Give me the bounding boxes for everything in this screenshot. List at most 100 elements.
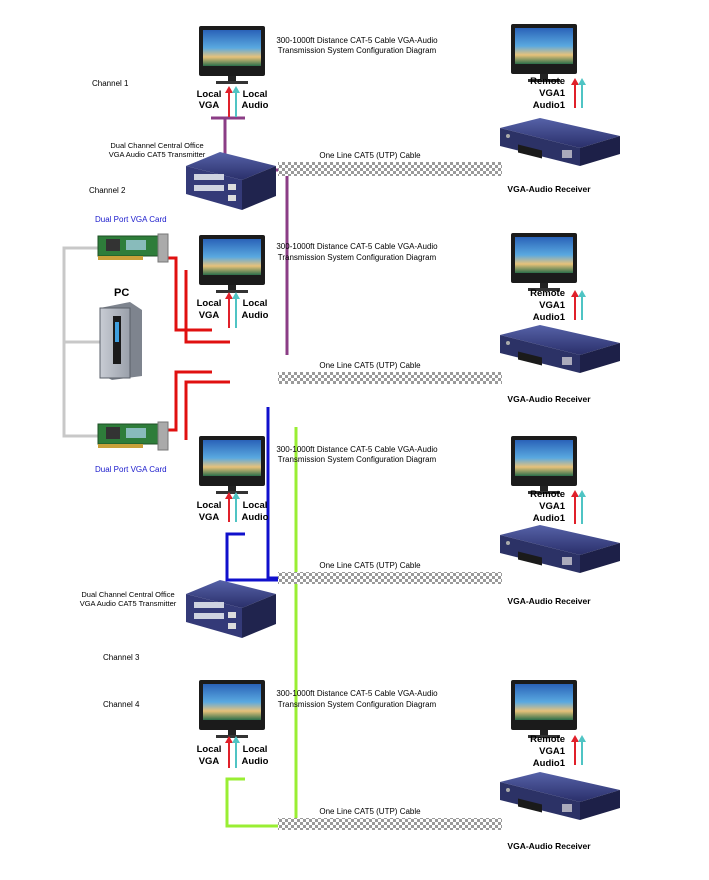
vga-audio-receiver-3 [500, 525, 620, 573]
local-audio-arrow-3 [232, 492, 240, 522]
vga-card-bottom-label: Dual Port VGA Card [95, 465, 167, 474]
remote-vga-arrow-2 [571, 290, 579, 320]
remote-audio-arrow-4 [578, 735, 586, 765]
receiver-3-label: VGA-Audio Receiver [507, 596, 591, 606]
remote-vga-arrow-4 [571, 735, 579, 765]
remote-label-3: Remote [530, 489, 565, 500]
local-vga-label-2: Local [197, 298, 222, 309]
remote-audio-arrow-2 [578, 290, 586, 320]
local-audio-arrow-4 [232, 736, 240, 768]
local-audio-label-2: Local [243, 298, 268, 309]
local-audio-label-2: Audio [242, 310, 269, 321]
blue-wire-b [225, 532, 278, 582]
cable-2-label: One Line CAT5 (UTP) Cable [319, 361, 421, 370]
local-audio-label-1: Local [243, 89, 268, 100]
remote-monitor-2 [511, 233, 577, 291]
transmitter-2-label-line1: Dual Channel Central Office [81, 590, 174, 599]
title-line2: Transmission System Configuration Diagra… [278, 46, 437, 55]
green-wire-b [225, 777, 296, 828]
local-monitor-1 [199, 26, 265, 84]
green-wire-a [278, 427, 298, 828]
cable-2 [278, 372, 502, 384]
blue-wire-a [266, 407, 278, 580]
cable-4 [278, 818, 502, 830]
title-line1: 300-1000ft Distance CAT-5 Cable VGA-Audi… [276, 689, 438, 698]
local-audio-label-3: Local [243, 500, 268, 511]
local-audio-arrow-2 [232, 292, 240, 328]
local-vga-label-2: VGA [199, 310, 220, 321]
vga-audio-receiver-1 [500, 118, 620, 166]
purple-wire-ch2 [274, 168, 289, 355]
title-line1: 300-1000ft Distance CAT-5 Cable VGA-Audi… [276, 36, 438, 45]
diagram-title-4: 300-1000ft Distance CAT-5 Cable VGA-Audi… [276, 689, 438, 709]
local-vga-arrow-3 [225, 492, 233, 522]
local-monitor-2 [199, 235, 265, 293]
channel-3-label: Channel 3 [103, 653, 140, 662]
local-monitor-4 [199, 680, 265, 738]
vga-card-top-label: Dual Port VGA Card [95, 215, 167, 224]
remote-label-3: Audio1 [533, 513, 566, 524]
local-vga-arrow-1 [225, 86, 233, 117]
pc-tower [99, 302, 142, 380]
cable-4-label: One Line CAT5 (UTP) Cable [319, 807, 421, 816]
local-vga-label-1: VGA [199, 100, 220, 111]
transmitter-1-label-line1: Dual Channel Central Office [110, 141, 203, 150]
local-vga-label-1: Local [197, 89, 222, 100]
local-audio-label-4: Local [243, 744, 268, 755]
channel-2-label: Channel 2 [89, 186, 126, 195]
diagram-title-3: 300-1000ft Distance CAT-5 Cable VGA-Audi… [276, 445, 438, 464]
transmitter-2-label-line2: VGA Audio CAT5 Transmitter [80, 599, 177, 608]
cable-3 [278, 572, 502, 584]
red-wire-b [184, 270, 230, 344]
transmitter-1 [186, 152, 276, 210]
remote-monitor-4 [511, 680, 577, 738]
red-wire-a [166, 256, 212, 332]
cable-1-label: One Line CAT5 (UTP) Cable [319, 151, 421, 160]
labels: Channel 1 Channel 2 Channel 3 Channel 4 … [80, 36, 592, 851]
remote-label-2: VGA1 [539, 300, 566, 311]
cable-1 [278, 162, 502, 176]
receiver-2-label: VGA-Audio Receiver [507, 394, 591, 404]
purple-wire-ch1 [223, 116, 233, 158]
remote-vga-arrow-3 [571, 490, 579, 524]
local-audio-label-4: Audio [242, 756, 269, 767]
diagram-title-1: 300-1000ft Distance CAT-5 Cable VGA-Audi… [276, 36, 438, 55]
remote-label-3: VGA1 [539, 501, 566, 512]
remote-label-2: Audio1 [533, 312, 566, 323]
local-vga-arrow-2 [225, 292, 233, 328]
diagram-title-2: 300-1000ft Distance CAT-5 Cable VGA-Audi… [276, 242, 438, 262]
title-line2: Transmission System Configuration Diagra… [278, 455, 437, 464]
transmitter-1-label-line2: VGA Audio CAT5 Transmitter [109, 150, 206, 159]
remote-audio-arrow-3 [578, 490, 586, 524]
local-vga-label-4: VGA [199, 756, 220, 767]
remote-label-1: VGA1 [539, 88, 566, 99]
title-line1: 300-1000ft Distance CAT-5 Cable VGA-Audi… [276, 242, 438, 251]
red-wire-c [166, 370, 212, 432]
vga-audio-receiver-2 [500, 325, 620, 373]
local-vga-label-3: Local [197, 500, 222, 511]
local-vga-label-4: Local [197, 744, 222, 755]
channel-1-label: Channel 1 [92, 79, 129, 88]
vga-card-top [97, 233, 169, 263]
remote-label-4: Audio1 [533, 758, 566, 769]
cable-3-label: One Line CAT5 (UTP) Cable [319, 561, 421, 570]
receiver-4-label: VGA-Audio Receiver [507, 841, 591, 851]
title-line1: 300-1000ft Distance CAT-5 Cable VGA-Audi… [276, 445, 438, 454]
vga-audio-receiver-4 [500, 772, 620, 820]
local-monitor-3 [199, 436, 265, 494]
vga-card-bottom [97, 421, 169, 451]
remote-audio-arrow-1 [578, 78, 586, 108]
remote-label-1: Remote [530, 76, 565, 87]
receiver-1-label: VGA-Audio Receiver [507, 184, 591, 194]
title-line2: Transmission System Configuration Diagra… [278, 700, 437, 709]
remote-vga-arrow-1 [571, 78, 579, 108]
remote-label-1: Audio1 [533, 100, 566, 111]
local-audio-arrow-1 [232, 86, 240, 117]
transmitter-2 [186, 580, 276, 638]
remote-monitor-3 [511, 436, 577, 494]
remote-monitor-1 [511, 24, 577, 82]
channel-4-label: Channel 4 [103, 700, 140, 709]
title-line2: Transmission System Configuration Diagra… [278, 253, 437, 262]
local-vga-arrow-4 [225, 736, 233, 768]
